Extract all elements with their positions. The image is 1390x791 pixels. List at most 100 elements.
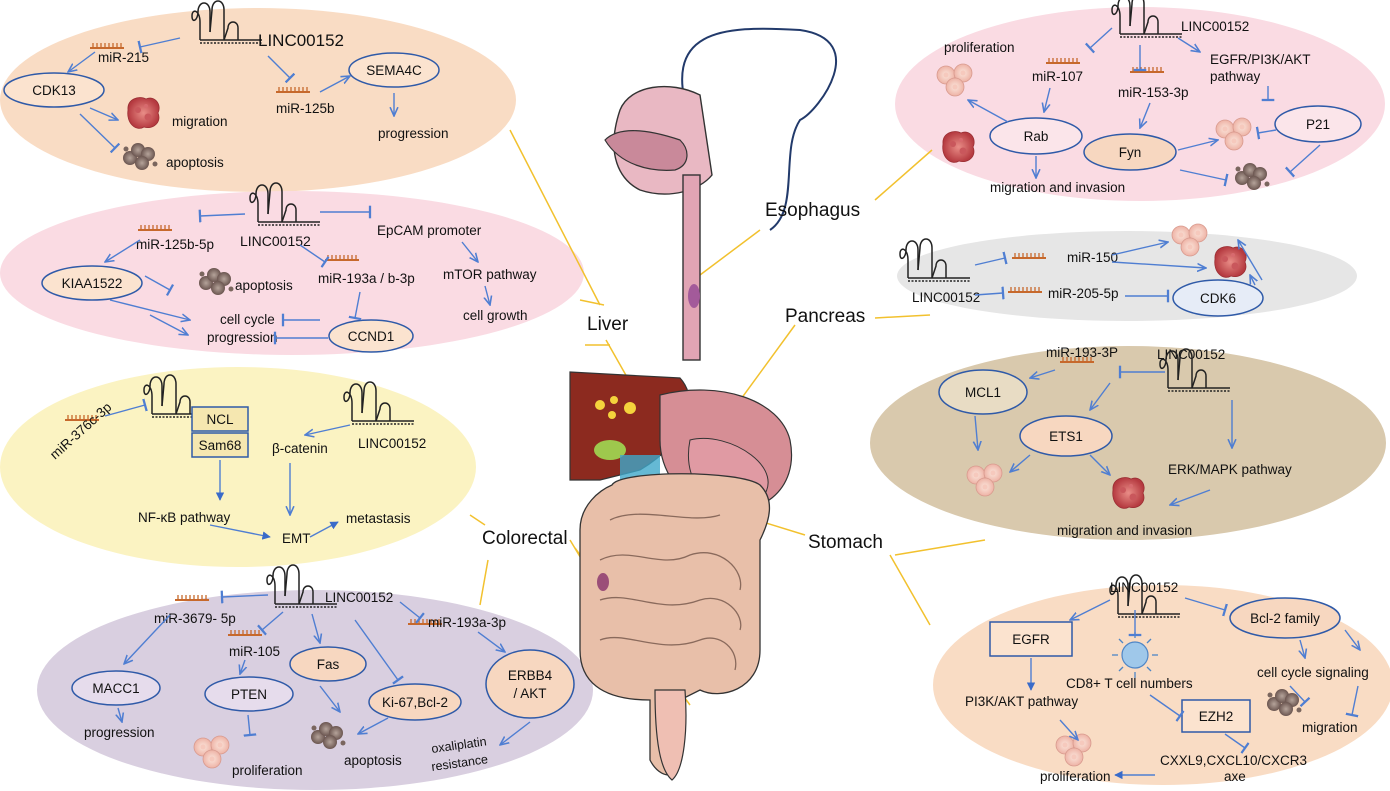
kiaa1522-node <box>41 265 143 301</box>
migration-cell-icon <box>942 130 975 163</box>
ezh2-label: EZH2 <box>1199 709 1234 724</box>
bcl2-node <box>1229 597 1341 639</box>
organ-label-esophagus: Esophagus <box>765 200 860 221</box>
mir193-label: miR-193-3P <box>1046 345 1118 360</box>
organ-label-liver: Liver <box>587 314 629 335</box>
metastasis-label: metastasis <box>346 511 411 526</box>
colorectal-bottom-content: LINC00152 miR-3679- 5p miR-105 miR-193a-… <box>71 564 575 778</box>
macc1-node <box>71 670 161 706</box>
proliferation-label: proliferation <box>944 40 1015 55</box>
lnc-label: LINC00152 <box>912 290 980 305</box>
erbb4-label: ERBB4 <box>508 668 553 683</box>
macc1-label: MACC1 <box>92 681 139 696</box>
esophagus-panel <box>895 7 1385 201</box>
organ-label-pancreas: Pancreas <box>785 306 865 327</box>
fas-node <box>289 646 367 682</box>
mir150-label: miR-150 <box>1067 250 1118 265</box>
mcl1-label: MCL1 <box>965 385 1001 400</box>
colorectal-bottom-panel <box>37 590 593 790</box>
mir153-label: miR-153-3p <box>1118 85 1189 100</box>
liver-bottom-content: LINC00152 miR-125b-5p EpCAM promoter mTO… <box>41 182 537 353</box>
sam68-box <box>191 432 249 458</box>
stomach-top-content: miR-193-3P LINC00152 MCL1 ETS1 ERK/MAPK … <box>938 345 1292 538</box>
cellcycle-label: cell cycle <box>220 312 275 327</box>
progression-label: progression <box>207 330 278 345</box>
ccnd1-node <box>328 319 414 353</box>
t-cell-icon <box>1112 632 1158 678</box>
rab-node <box>989 117 1083 155</box>
rab-label: Rab <box>1024 129 1049 144</box>
cd8-label: CD8+ T cell numbers <box>1066 676 1193 691</box>
bcatenin-label: β-catenin <box>272 441 328 456</box>
erbb4-node <box>485 649 575 719</box>
sema4c-label: SEMA4C <box>366 63 422 78</box>
cdk6-node <box>1172 279 1264 317</box>
esophagus-content: LINC00152 proliferation miR-107 miR-153-… <box>936 0 1362 195</box>
cdk6-label: CDK6 <box>1200 291 1236 306</box>
emt-label: EMT <box>282 531 311 546</box>
liver-top-content: LINC00152 miR-215 miR-125b SEMA4C progre… <box>3 0 449 170</box>
migration-cell-icon <box>1112 476 1145 509</box>
migration-cell-icon <box>127 96 160 129</box>
sema4c-node <box>348 52 440 88</box>
p21-node <box>1274 105 1362 143</box>
mir215-label: miR-215 <box>98 50 149 65</box>
cdk13-label: CDK13 <box>32 83 76 98</box>
lnc-label: LINC00152 <box>358 436 426 451</box>
ets1-node <box>1019 415 1113 457</box>
cdk13-node <box>3 72 105 108</box>
apoptosis-label: apoptosis <box>166 155 224 170</box>
cxcl-label: CXXL9,CXCL10/CXCR3 <box>1160 753 1307 768</box>
cellcycle-label: cell cycle signaling <box>1257 665 1369 680</box>
mir3679-label: miR-3679- 5p <box>154 611 236 626</box>
ezh2-box <box>1181 699 1251 733</box>
proliferation-label: proliferation <box>232 763 303 778</box>
digestive-tract-illustration <box>569 27 837 781</box>
migration-label: migration <box>172 114 228 129</box>
pathway-label: pathway <box>1210 69 1261 84</box>
stomach-bottom-content: LINC00152 EGFR Bcl-2 family CD8+ T cell … <box>965 574 1369 784</box>
nfkb-label: NF-κB pathway <box>138 510 231 525</box>
lnc-label: LINC00152 <box>1110 580 1178 595</box>
lnc-label: LINC00152 <box>325 590 393 605</box>
epcam-label: EpCAM promoter <box>377 223 482 238</box>
p21-label: P21 <box>1306 117 1330 132</box>
stomach-top-panel <box>870 346 1386 540</box>
egfr-label: EGFR <box>1012 632 1050 647</box>
mcl1-node <box>938 369 1028 415</box>
mtor-label: mTOR pathway <box>443 267 537 282</box>
mir193-label: miR-193a / b-3p <box>318 271 415 286</box>
fas-label: Fas <box>317 657 340 672</box>
akt-label: / AKT <box>513 686 546 701</box>
mir107-label: miR-107 <box>1032 69 1083 84</box>
cellgrowth-label: cell growth <box>463 308 528 323</box>
ki67-label: Ki-67,Bcl-2 <box>382 695 448 710</box>
lnc-label: LINC00152 <box>258 31 344 50</box>
progression-label: progression <box>378 126 449 141</box>
fyn-node <box>1083 133 1177 171</box>
egfr-pathway-label: EGFR/PI3K/AKT <box>1210 52 1311 67</box>
egfr-box <box>989 621 1073 657</box>
fyn-label: Fyn <box>1119 145 1142 160</box>
pi3k-label: PI3K/AKT pathway <box>965 694 1078 709</box>
mir125b5p-label: miR-125b-5p <box>136 237 214 252</box>
migration-label: migration and invasion <box>1057 523 1192 538</box>
migration-label: migration <box>1302 720 1358 735</box>
kiaa1522-label: KIAA1522 <box>62 276 123 291</box>
mir205-label: miR-205-5p <box>1048 286 1119 301</box>
progression-label: progression <box>84 725 155 740</box>
apoptosis-label: apoptosis <box>344 753 402 768</box>
migration-label: migration and invasion <box>990 180 1125 195</box>
ncl-label: NCL <box>206 412 233 427</box>
mir193a-label: miR-193a-3p <box>428 615 506 630</box>
pancreas-panel <box>897 231 1357 321</box>
mir105-label: miR-105 <box>229 644 280 659</box>
migration-cell-icon <box>1214 245 1247 278</box>
lnc-label: LINC00152 <box>1181 19 1249 34</box>
mir125b-label: miR-125b <box>276 101 335 116</box>
ki67-node <box>368 683 462 721</box>
pancreas-content: LINC00152 miR-150 miR-205-5p CDK6 <box>899 223 1264 317</box>
ccnd1-label: CCND1 <box>348 329 395 344</box>
erk-label: ERK/MAPK pathway <box>1168 462 1292 477</box>
